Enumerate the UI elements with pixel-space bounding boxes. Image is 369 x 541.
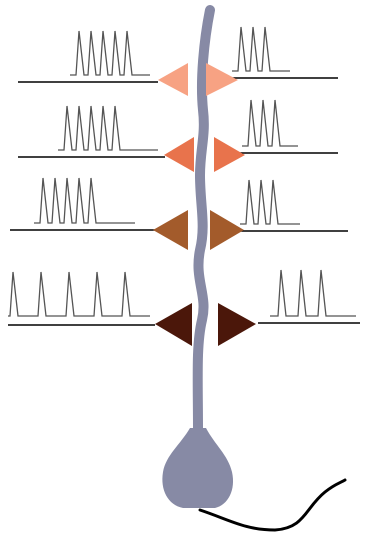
left-spike-train [8, 272, 150, 316]
left-spike-train [34, 178, 135, 223]
left-synapse [164, 137, 194, 172]
left-spike-train [58, 106, 158, 150]
right-synapse [214, 137, 245, 172]
input-row-3 [10, 178, 348, 250]
left-spike-train [70, 31, 150, 75]
left-synapse [153, 210, 188, 250]
right-synapse [210, 210, 244, 250]
soma [162, 428, 233, 508]
right-spike-train [232, 27, 290, 71]
left-synapse [155, 303, 192, 346]
left-synapse [158, 63, 188, 96]
right-spike-train [270, 270, 356, 316]
input-row-1 [18, 27, 338, 96]
right-synapse [206, 63, 238, 96]
right-spike-train [242, 100, 298, 146]
right-synapse [218, 303, 256, 346]
input-row-2 [18, 100, 338, 172]
right-spike-train [240, 180, 300, 224]
input-row-4 [8, 270, 360, 346]
